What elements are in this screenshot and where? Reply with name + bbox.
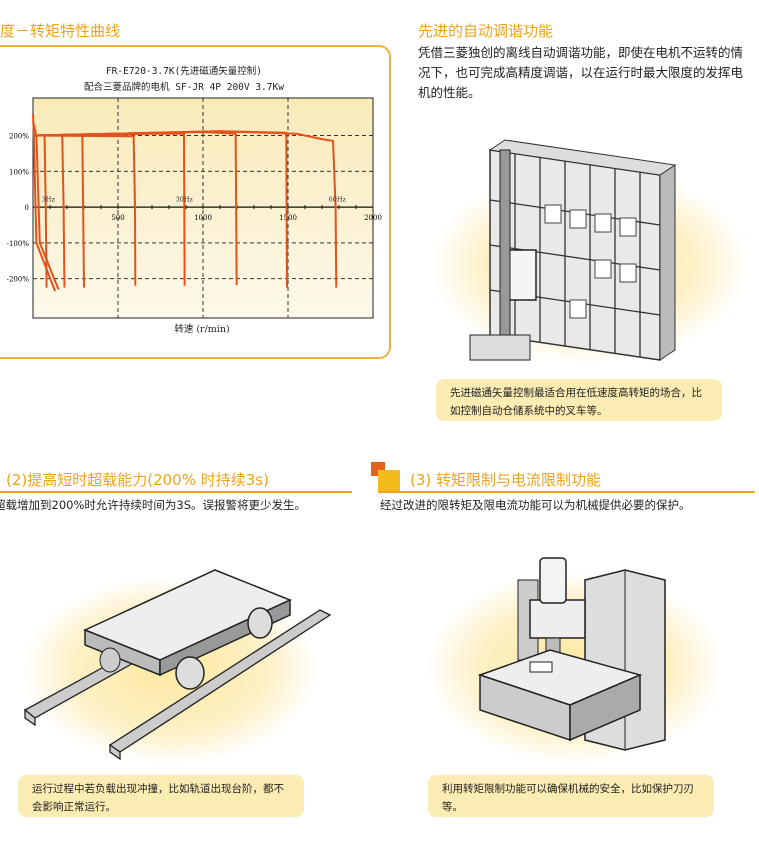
y-tick-label: -200% bbox=[7, 276, 30, 284]
autotuning-body: 凭借三菱独创的离线自动调谐功能，即使在电机不运转的情况下，也可完成高精度调谐，以… bbox=[418, 45, 744, 100]
limit-divider bbox=[378, 491, 755, 493]
autotuning-heading: 先进的自动调谐功能 bbox=[418, 22, 554, 40]
frequency-label: 30Hz bbox=[176, 196, 194, 204]
x-tick-label: 2000 bbox=[364, 214, 382, 222]
frequency-label: 3Hz bbox=[42, 196, 56, 204]
x-axis-label: 转速 (r/min) bbox=[174, 324, 230, 335]
frequency-label: 60Hz bbox=[329, 196, 347, 204]
section-marker-square bbox=[378, 470, 400, 492]
y-tick-label: -100% bbox=[7, 240, 30, 248]
y-tick-label: 0 bbox=[25, 204, 29, 212]
overload-divider bbox=[0, 491, 352, 493]
y-tick-label: 200% bbox=[9, 133, 29, 141]
overload-caption: 运行过程中若负载出现冲撞，比如轨道出现台阶，都不会影响正常运行。 bbox=[18, 775, 304, 817]
cart-on-rails-illustration bbox=[23, 569, 332, 761]
torque-curve-f8 bbox=[32, 130, 338, 288]
x-tick-label: 1500 bbox=[279, 214, 297, 222]
x-tick-label: 1000 bbox=[194, 214, 212, 222]
chart-subtitle: 配合三菱品牌的电机 SF-JR 4P 200V 3.7Kw bbox=[84, 82, 284, 93]
limit-heading: (3) 转矩限制与电流限制功能 bbox=[410, 471, 602, 489]
warehouse-forklift-illustration bbox=[469, 139, 677, 361]
torque-curve-3Hz-b bbox=[32, 121, 60, 290]
x-tick-label: 500 bbox=[111, 214, 124, 222]
chart-title: FR-E720-3.7K(先进磁通矢量控制) bbox=[105, 66, 263, 77]
overload-heading: (2)提高短时超载能力(200% 时持续3s) bbox=[6, 471, 269, 489]
y-tick-label: 100% bbox=[9, 168, 29, 176]
overload-body: 超载增加到200%时允许持续时间为3S。误报警将更少发生。 bbox=[0, 498, 306, 512]
torque-chart: 500 1000 1500 2000 200% 100% 0 -100% -200% 3Hz 30H… bbox=[7, 97, 382, 319]
limit-caption: 利用转矩限制功能可以确保机械的安全，比如保护刀刃等。 bbox=[428, 775, 714, 817]
machine-tool-illustration bbox=[477, 557, 666, 751]
autotuning-caption: 先进磁通矢量控制最适合用在低速度高转矩的场合，比如控制自动仓储系统中的叉车等。 bbox=[436, 379, 722, 421]
speed-torque-heading: 度－转矩特性曲线 bbox=[0, 22, 121, 40]
torque-curve-f4 bbox=[32, 134, 137, 286]
chart-panel: FR-E720-3.7K(先进磁通矢量控制) 配合三菱品牌的电机 SF-JR 4… bbox=[0, 45, 391, 359]
limit-body: 经过改进的限转矩及限电流功能可以为机械提供必要的保护。 bbox=[380, 498, 691, 512]
